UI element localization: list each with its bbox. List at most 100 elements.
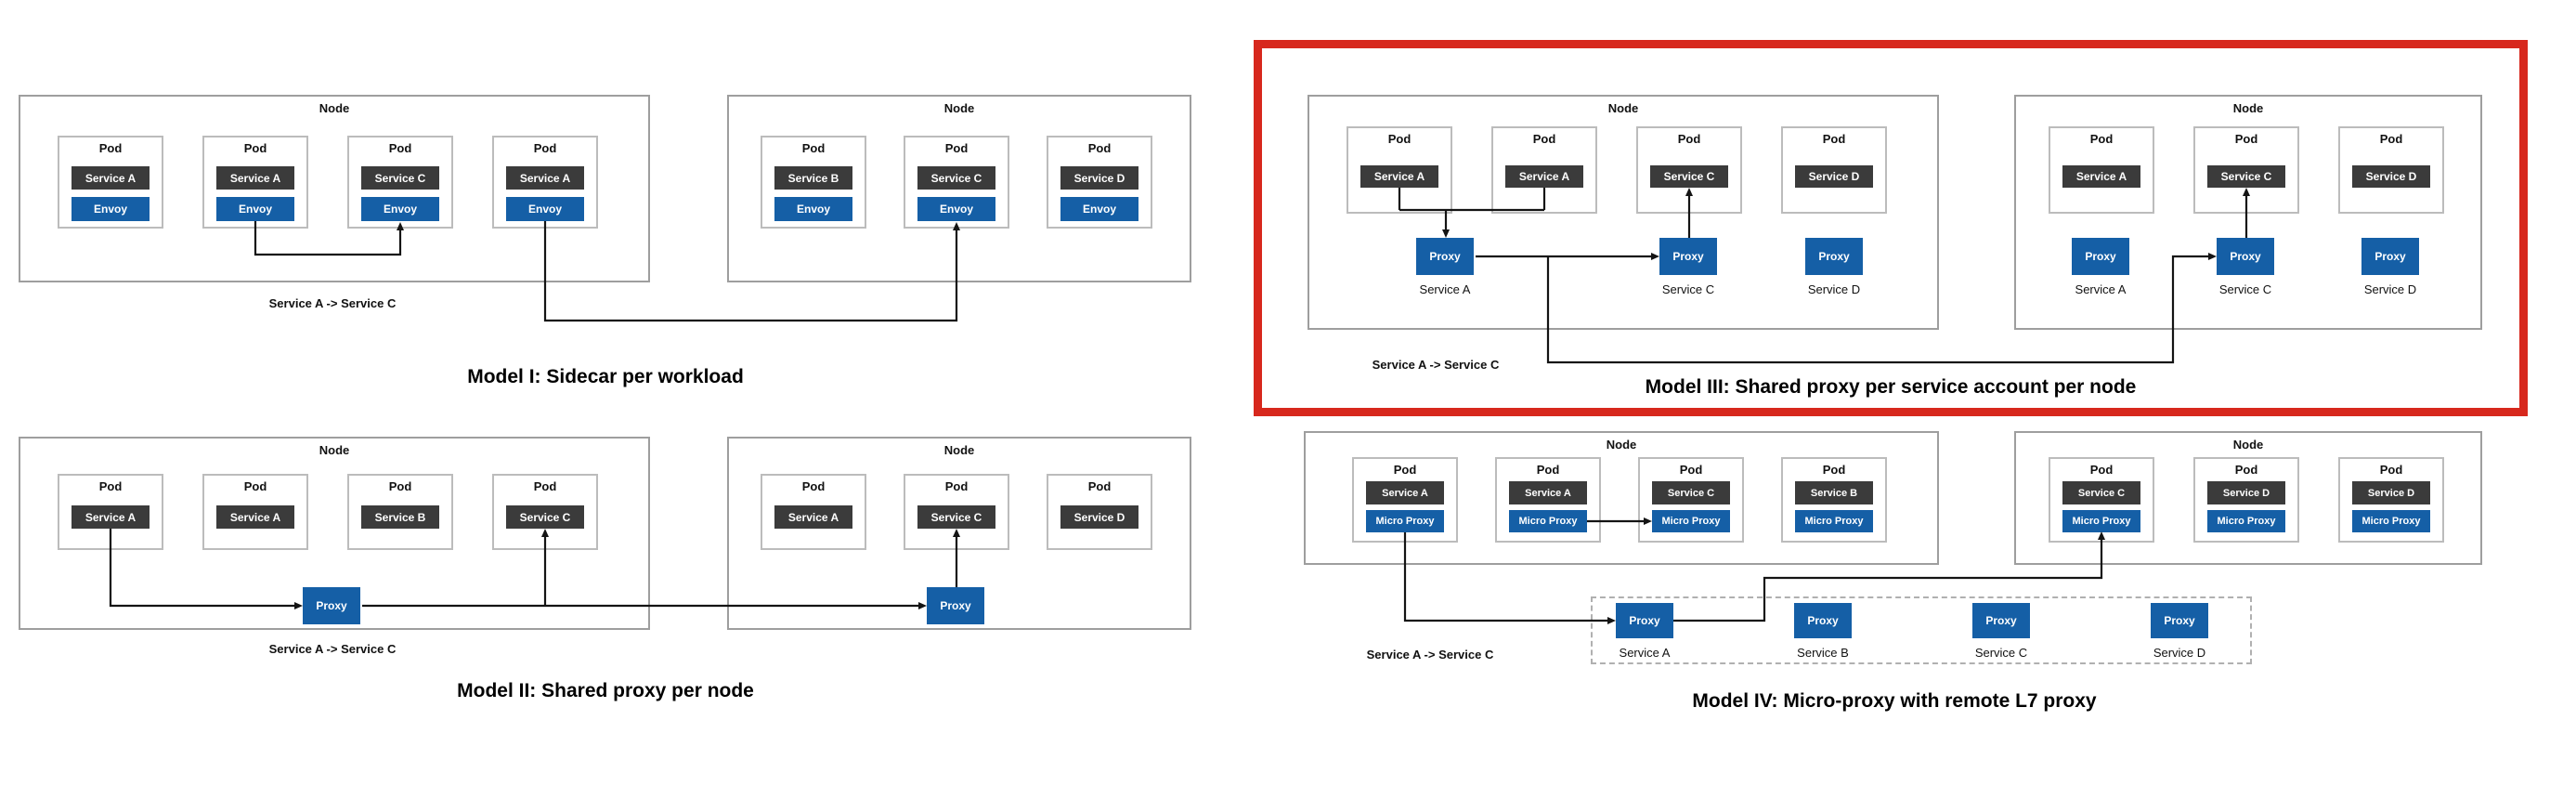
service-box: Service C: [2062, 481, 2140, 504]
pod-label: Pod: [1087, 141, 1112, 155]
pod-label: Pod: [1822, 463, 1846, 477]
node-label: Node: [943, 443, 975, 457]
pod-label: Pod: [2089, 463, 2114, 477]
envoy-sidecar-box: Envoy: [216, 197, 294, 221]
micro-proxy-box: Micro Proxy: [2207, 510, 2285, 532]
flow-label: Service A -> Service C: [1372, 358, 1500, 372]
micro-proxy-box: Micro Proxy: [2062, 510, 2140, 532]
pod-label: Pod: [388, 479, 412, 493]
flow-arrow: [1403, 532, 1616, 624]
node-label: Node: [1606, 438, 1637, 452]
envoy-sidecar-box: Envoy: [72, 197, 150, 221]
service-box: Service D: [2352, 165, 2430, 188]
micro-proxy-box: Micro Proxy: [2352, 510, 2430, 532]
service-box: Service C: [506, 505, 584, 529]
model-title: Model I: Sidecar per workload: [467, 366, 744, 387]
pod-label: Pod: [1679, 463, 1703, 477]
service-box: Service D: [2207, 481, 2285, 504]
service-box: Service C: [361, 166, 439, 190]
remote-proxy-box: Proxy: [1794, 603, 1852, 638]
flow-arrow: [543, 221, 960, 322]
proxy-account-label: Service D: [2363, 282, 2417, 296]
shared-proxy-box: Proxy: [1805, 238, 1863, 275]
model-highlight-box: [1254, 40, 2528, 416]
service-box: Service A: [2062, 165, 2140, 188]
micro-proxy-box: Micro Proxy: [1366, 510, 1444, 532]
proxy-account-label: Service B: [1797, 646, 1849, 660]
proxy-account-label: Service A: [2075, 282, 2127, 296]
flow-label: Service A -> Service C: [268, 642, 397, 656]
micro-proxy-box: Micro Proxy: [1652, 510, 1730, 532]
shared-proxy-box: Proxy: [2217, 238, 2274, 275]
micro-proxy-box: Micro Proxy: [1509, 510, 1587, 532]
service-box: Service A: [72, 505, 150, 529]
shared-proxy-box: Proxy: [2072, 238, 2129, 275]
envoy-sidecar-box: Envoy: [774, 197, 852, 221]
service-box: Service A: [1360, 165, 1438, 188]
pod-label: Pod: [98, 479, 123, 493]
service-box: Service B: [1795, 481, 1873, 504]
service-box: Service C: [1650, 165, 1728, 188]
proxy-account-label: Service D: [1807, 282, 1861, 296]
pod-label: Pod: [801, 141, 826, 155]
service-box: Service D: [1060, 505, 1138, 529]
service-box: Service B: [361, 505, 439, 529]
service-box: Service A: [1505, 165, 1583, 188]
remote-proxy-box: Proxy: [2151, 603, 2208, 638]
flow-label: Service A -> Service C: [268, 296, 397, 310]
pod-label: Pod: [2379, 132, 2403, 146]
proxy-account-label: Service A: [1419, 282, 1471, 296]
service-box: Service A: [216, 166, 294, 190]
pod-label: Pod: [243, 479, 267, 493]
shared-proxy-box: Proxy: [1416, 238, 1474, 275]
service-box: Service A: [506, 166, 584, 190]
proxy-account-label: Service D: [2153, 646, 2206, 660]
pod-label: Pod: [1536, 463, 1560, 477]
pod-label: Pod: [2234, 132, 2258, 146]
pod-label: Pod: [944, 141, 969, 155]
flow-arrow: [1673, 531, 2105, 622]
node-label: Node: [2232, 438, 2264, 452]
pod-label: Pod: [533, 141, 557, 155]
flow-arrow: [1546, 253, 2217, 364]
service-box: Service C: [917, 166, 995, 190]
proxy-account-label: Service C: [2218, 282, 2272, 296]
service-box: Service B: [774, 166, 852, 190]
remote-proxy-box: Proxy: [1616, 603, 1673, 638]
node-label: Node: [319, 101, 350, 115]
proxy-account-label: Service C: [1661, 282, 1715, 296]
model-title: Model IV: Micro-proxy with remote L7 pro…: [1692, 690, 2097, 712]
node-label: Node: [319, 443, 350, 457]
proxy-account-label: Service C: [1974, 646, 2028, 660]
shared-proxy-box: Proxy: [303, 587, 360, 624]
node-label: Node: [943, 101, 975, 115]
shared-proxy-box: Proxy: [1659, 238, 1717, 275]
service-box: Service D: [1795, 165, 1873, 188]
service-box: Service A: [216, 505, 294, 529]
pod-label: Pod: [243, 141, 267, 155]
pod-label: Pod: [2089, 132, 2114, 146]
node-label: Node: [1607, 101, 1639, 115]
pod-label: Pod: [2379, 463, 2403, 477]
service-box: Service D: [1060, 166, 1138, 190]
model-title: Model II: Shared proxy per node: [457, 680, 754, 701]
pod-label: Pod: [1532, 132, 1556, 146]
remote-proxy-box: Proxy: [1972, 603, 2030, 638]
pod-label: Pod: [533, 479, 557, 493]
service-box: Service C: [917, 505, 995, 529]
pod-label: Pod: [388, 141, 412, 155]
pod-label: Pod: [1087, 479, 1112, 493]
service-box: Service D: [2352, 481, 2430, 504]
pod-label: Pod: [1822, 132, 1846, 146]
pod-label: Pod: [1387, 132, 1412, 146]
node-label: Node: [2232, 101, 2264, 115]
remote-l7-proxy-group-box: [1591, 596, 2252, 664]
pod-label: Pod: [801, 479, 826, 493]
flow-label: Service A -> Service C: [1366, 648, 1494, 662]
service-box: Service A: [774, 505, 852, 529]
model-title: Model III: Shared proxy per service acco…: [1645, 376, 2137, 398]
pod-label: Pod: [1393, 463, 1417, 477]
shared-proxy-box: Proxy: [927, 587, 984, 624]
